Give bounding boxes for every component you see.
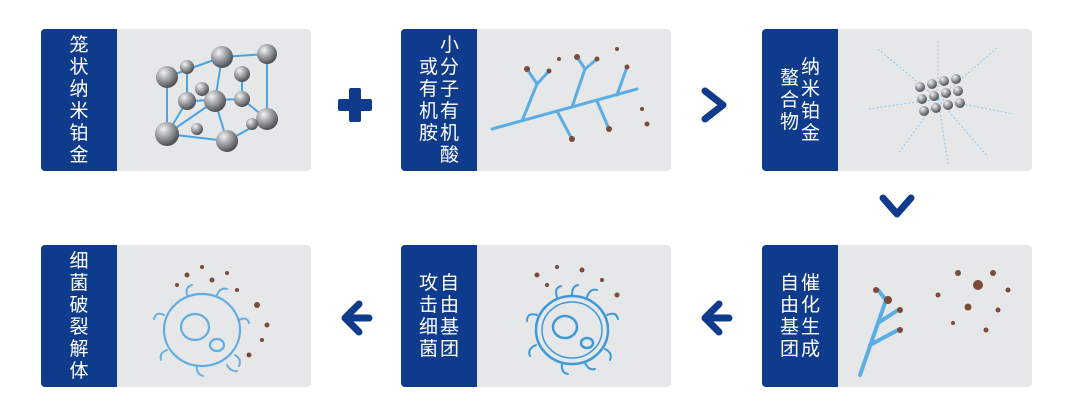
label-column: 催化生成 [801,272,821,360]
chelate-cluster-icon [838,29,1032,171]
label-column: 螯合物 [779,67,799,133]
card-lysis: 细菌破裂解体 [41,245,311,387]
label-column: 纳米铂金 [801,56,821,144]
arrow-left-icon [693,296,737,340]
ruptured-bacterium-icon [117,245,311,387]
free-radical-branch-icon [838,245,1032,387]
card-label: 细菌破裂解体 [41,245,117,387]
card-label: 小分子有机酸 或有机胺 [401,29,477,171]
card-label: 纳米铂金 螯合物 [762,29,838,171]
card-label: 催化生成 自由基团 [762,245,838,387]
label-column: 细菌破裂解体 [69,250,89,382]
arrow-down-icon [875,186,919,226]
branched-molecule-icon [477,29,671,171]
bacterium-icon [477,245,671,387]
card-catalysis: 催化生成 自由基团 [762,245,1032,387]
nanocluster-lattice-icon [117,29,311,171]
arrow-right-icon [693,83,737,127]
label-column: 笼状纳米铂金 [69,34,89,166]
arrow-left-icon [333,296,377,340]
card-label: 笼状纳米铂金 [41,29,117,171]
label-column: 攻击细菌 [418,272,438,360]
card-small-molecule-acid: 小分子有机酸 或有机胺 [401,29,671,171]
label-column: 自由基团 [440,272,460,360]
card-label: 自由基团 攻击细菌 [401,245,477,387]
label-column: 自由基团 [779,272,799,360]
card-attack: 自由基团 攻击细菌 [401,245,671,387]
card-nano-platinum: 笼状纳米铂金 [41,29,311,171]
label-column: 小分子有机酸 [440,34,460,166]
label-column: 或有机胺 [418,56,438,144]
card-chelate: 纳米铂金 螯合物 [762,29,1032,171]
plus-icon [333,83,377,127]
